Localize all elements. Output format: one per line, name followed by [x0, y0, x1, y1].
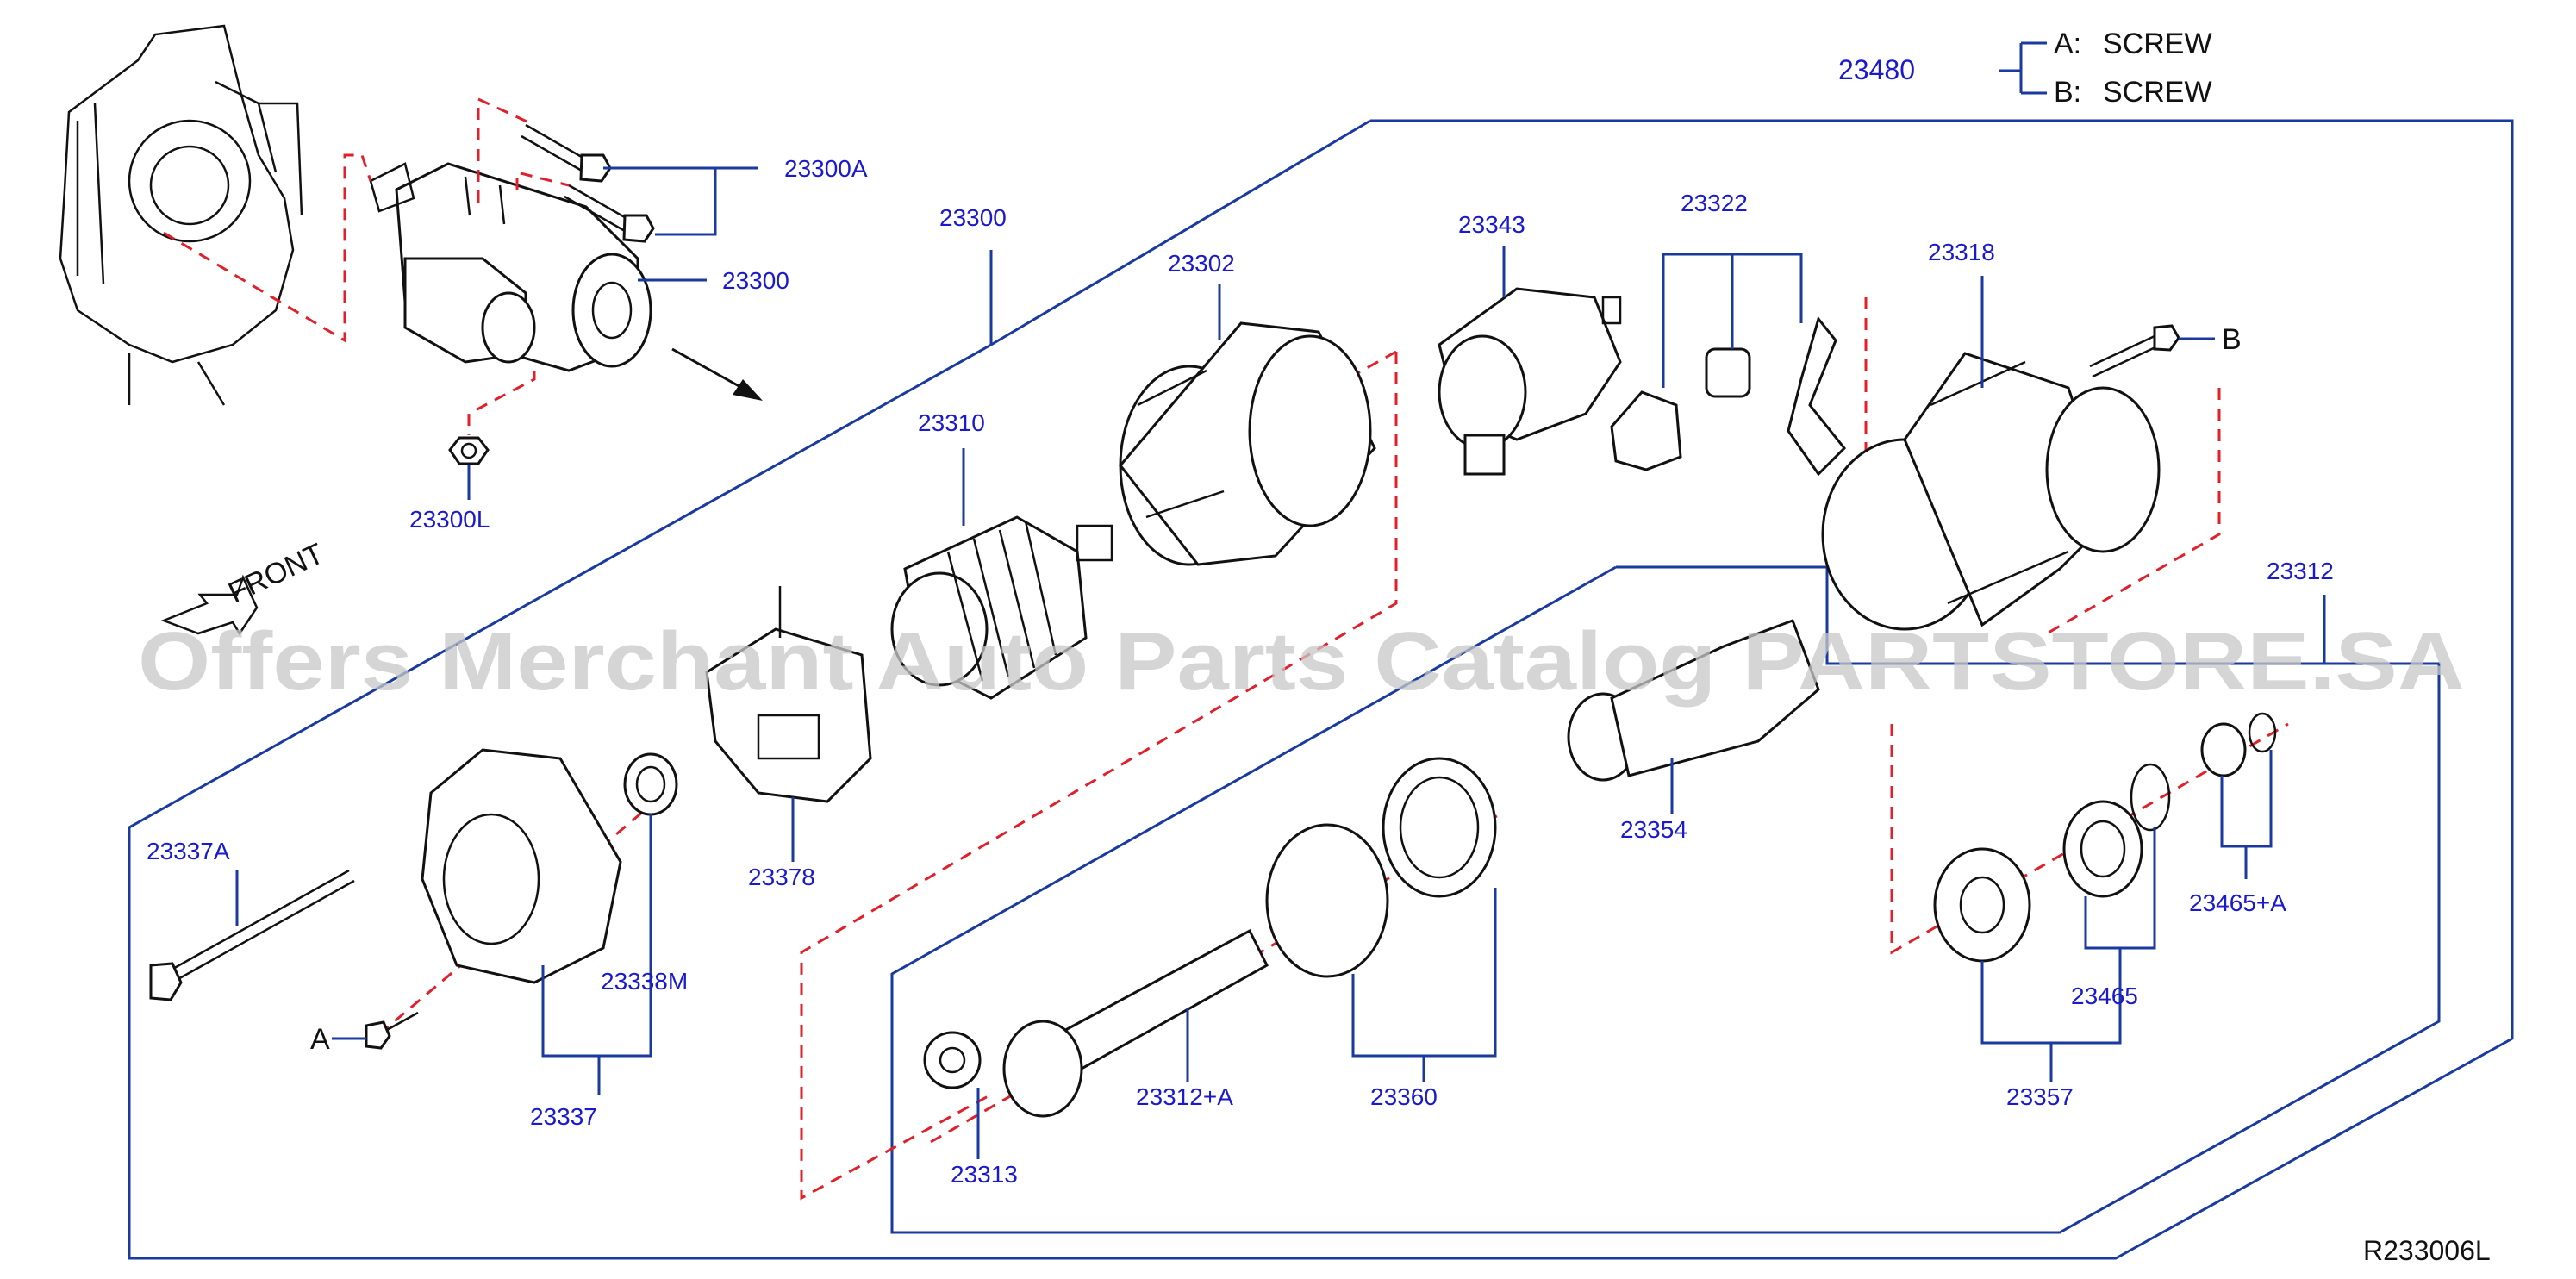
centerline-armature-group	[800, 352, 1398, 1201]
through-bolt-23337a	[149, 869, 355, 1001]
label-23360: 23360	[1370, 1083, 1438, 1110]
direction-arrow	[671, 347, 763, 401]
watermark: Offers Merchant Auto Parts Catalog PARTS…	[138, 615, 2465, 708]
brush-set-23322	[1610, 315, 1847, 477]
label-23300a: 23300A	[784, 155, 868, 182]
drawing-number: R233006L	[2363, 1235, 2491, 1266]
label-23465a: 23465+A	[2189, 889, 2286, 916]
screw-a-name: SCREW	[2103, 28, 2212, 60]
front-label: FRONT	[223, 537, 328, 609]
label-23318: 23318	[1928, 239, 1995, 265]
yoke-23302	[1119, 321, 1376, 566]
label-23357: 23357	[2006, 1083, 2074, 1110]
screw-b	[2089, 324, 2180, 378]
label-23378: 23378	[748, 864, 815, 890]
planetary-gear-23313	[923, 1031, 982, 1089]
internal-gear-23360	[1265, 757, 1497, 978]
bearing-23354	[1567, 619, 1820, 782]
shaft-23312a	[1002, 928, 1269, 1118]
centerline-bolts	[477, 97, 535, 203]
housing-23318	[1821, 352, 2161, 631]
label-23312a: 23312+A	[1136, 1083, 1233, 1110]
callout-b: B	[2222, 323, 2242, 356]
front-arrow-icon	[160, 574, 259, 636]
centerline-nut	[467, 371, 536, 435]
engine-block-illustration	[59, 24, 303, 406]
centerline-housing	[1864, 297, 1905, 459]
label-23310: 23310	[918, 409, 985, 436]
label-23337: 23337	[530, 1103, 597, 1130]
label-23300: 23300	[939, 204, 1007, 231]
centerline-housing-frame	[2046, 388, 2221, 635]
label-23322: 23322	[1681, 190, 1748, 216]
stop-ring-23465a	[2200, 712, 2277, 777]
label-23465: 23465	[2071, 983, 2138, 1009]
label-23338m: 23338M	[601, 968, 688, 995]
label-23337a: 23337A	[147, 838, 230, 864]
frame-top-link	[990, 119, 1371, 346]
centerline-engine-to-starter	[163, 153, 372, 343]
collar-23465	[2062, 763, 2171, 898]
brush-holder-23378	[705, 586, 872, 803]
magnetic-switch-23343	[1438, 287, 1622, 476]
bearing-cap-23338m	[623, 752, 678, 816]
label-23313: 23313	[951, 1161, 1018, 1188]
label-23343: 23343	[1458, 211, 1525, 238]
starter-assembly-illustration	[369, 162, 652, 372]
end-frame-23337	[421, 748, 622, 984]
bolt-23300a-lower	[564, 184, 655, 243]
label-23312: 23312	[2267, 558, 2334, 584]
screw-a-key: A:	[2054, 28, 2081, 60]
pinion-23357	[1933, 847, 2031, 963]
leader-23337-group	[541, 814, 652, 1058]
centerline-bolt-2	[515, 171, 570, 190]
centerline-pinion-axis	[2124, 722, 2289, 820]
label-23300-assy: 23300	[722, 267, 789, 294]
label-23302: 23302	[1168, 250, 1235, 277]
centerline-pinion-group	[1890, 724, 2125, 955]
screw-b-key: B:	[2054, 76, 2081, 109]
callout-a: A	[310, 1023, 330, 1056]
leader-23300a	[603, 166, 717, 236]
label-23480: 23480	[1838, 54, 1915, 85]
screw-a	[365, 1011, 419, 1050]
main-assembly-frame	[128, 119, 2514, 1260]
nut-23300l	[448, 436, 490, 465]
label-23354: 23354	[1620, 816, 1687, 843]
pinion-assembly-frame	[890, 565, 2441, 1234]
bolt-23300a-upper	[521, 123, 612, 183]
screw-b-name: SCREW	[2103, 76, 2212, 109]
label-23300l: 23300L	[409, 506, 490, 533]
armature-23310	[890, 515, 1113, 700]
